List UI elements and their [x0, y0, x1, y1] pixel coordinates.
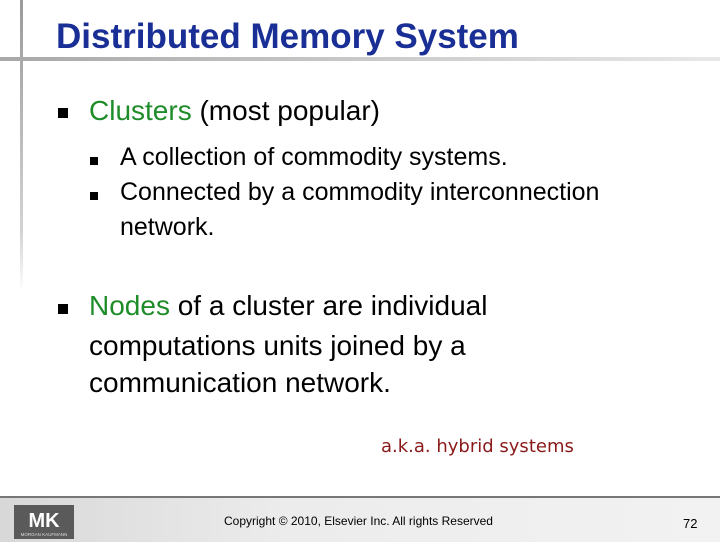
bullet-nodes-line-1: of a cluster are individual	[169, 290, 488, 321]
bullet-marker	[58, 304, 68, 314]
hybrid-note: a.k.a. hybrid systems	[381, 436, 574, 457]
bullet-nodes-line-3: communication network.	[89, 367, 391, 398]
bullet-nodes: Nodes of a cluster are individual	[89, 290, 487, 322]
bullet-marker	[58, 108, 68, 118]
bullet-lead-nodes: Nodes	[89, 290, 170, 321]
horizontal-rule	[0, 57, 720, 61]
bullet-nodes-line-2: computations units joined by a	[89, 330, 466, 361]
slide-title: Distributed Memory System	[56, 17, 519, 56]
sub-bullet-2: Connected by a commodity interconnection	[120, 178, 600, 206]
sub-bullet-marker	[90, 192, 98, 200]
bullet-rest-clusters: (most popular)	[191, 95, 380, 126]
bullet-lead-clusters: Clusters	[89, 95, 192, 126]
vertical-rule	[20, 0, 23, 292]
page-number: 72	[683, 516, 698, 531]
copyright-text: Copyright © 2010, Elsevier Inc. All righ…	[224, 514, 493, 528]
bullet-clusters: Clusters (most popular)	[89, 95, 380, 127]
mk-logo: MK MORGAN KAUFMANN	[14, 505, 74, 539]
sub-bullet-2-cont: network.	[120, 213, 215, 241]
footer-bar: MK MORGAN KAUFMANN Copyright © 2010, Els…	[0, 496, 720, 542]
logo-subtext: MORGAN KAUFMANN	[21, 532, 68, 537]
sub-bullet-1: A collection of commodity systems.	[120, 143, 508, 171]
sub-bullet-marker	[90, 157, 98, 165]
logo-text: MK	[28, 510, 60, 532]
